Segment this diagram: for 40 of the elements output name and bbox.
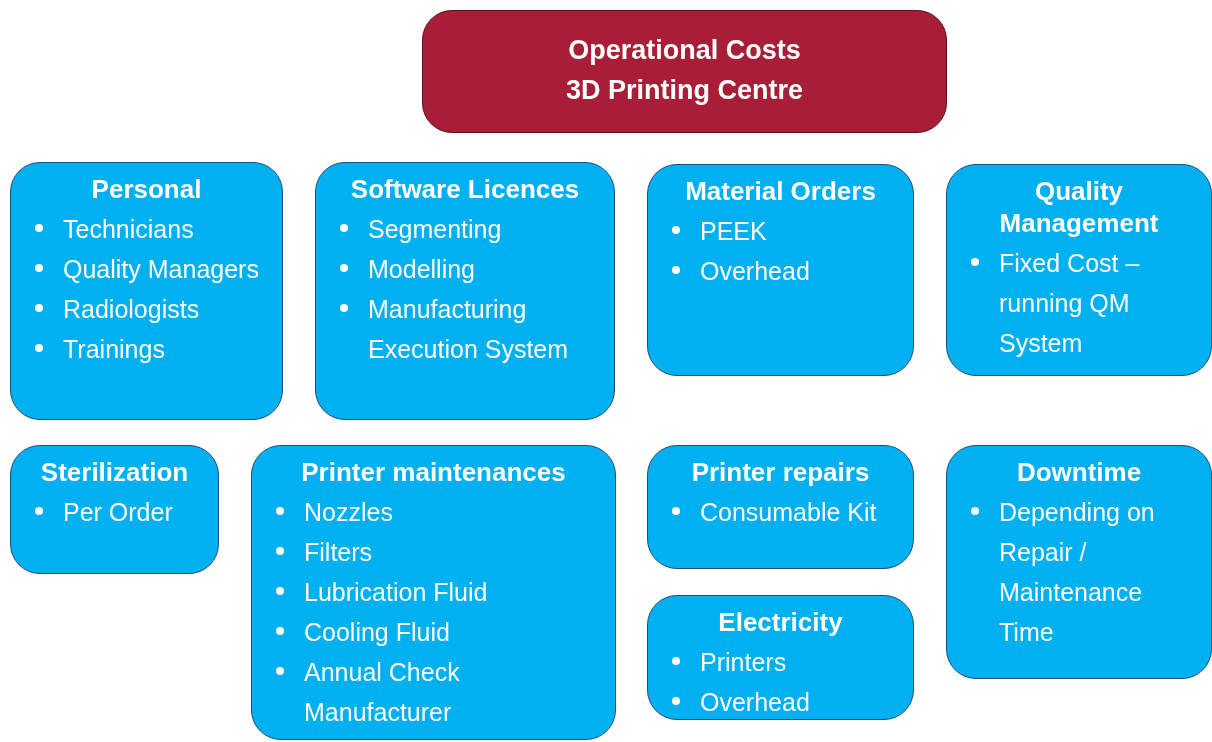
list-item: Depending on Repair / Maintenance Time xyxy=(999,497,1156,648)
list-item: Modelling xyxy=(368,254,475,285)
cost-category-box xyxy=(315,162,615,420)
category-heading: Sterilization xyxy=(40,456,189,488)
category-heading: Downtime xyxy=(1016,456,1142,488)
list-item: Printers xyxy=(700,647,787,678)
list-item: Annual Check Manufacturer xyxy=(304,657,461,728)
list-item: Per Order xyxy=(63,497,173,528)
list-item: Radiologists xyxy=(63,294,200,325)
list-item: Cooling Fluid xyxy=(304,617,450,648)
category-heading: Printer repairs xyxy=(691,456,870,488)
list-item: Fixed Cost – running QM System xyxy=(999,248,1141,359)
category-heading: Electricity xyxy=(718,606,843,638)
category-heading: Quality Management xyxy=(998,175,1160,239)
cost-category-box xyxy=(10,162,283,420)
cost-category-box xyxy=(10,445,219,574)
cost-category-box xyxy=(946,445,1212,679)
category-heading: Personal xyxy=(91,173,202,205)
title-text: Operational Costs 3D Printing Centre xyxy=(565,33,804,107)
list-item: PEEK xyxy=(700,216,767,247)
list-item: Lubrication Fluid xyxy=(304,577,488,608)
list-item: Filters xyxy=(304,537,373,568)
list-item: Manufacturing Execution System xyxy=(368,294,570,365)
cost-category-box xyxy=(647,595,914,720)
list-item: Overhead xyxy=(700,687,810,718)
title-box xyxy=(422,10,947,133)
list-item: Quality Managers xyxy=(63,254,259,285)
category-heading: Software Licences xyxy=(350,173,580,205)
list-item: Trainings xyxy=(63,334,165,365)
category-heading: Printer maintenances xyxy=(301,456,566,488)
cost-category-box xyxy=(647,164,914,376)
list-item: Segmenting xyxy=(368,214,502,245)
cost-category-box xyxy=(946,164,1212,376)
list-item: Nozzles xyxy=(304,497,393,528)
list-item: Overhead xyxy=(700,256,810,287)
list-item: Technicians xyxy=(63,214,194,245)
cost-category-box xyxy=(251,445,616,740)
list-item: Consumable Kit xyxy=(700,497,877,528)
cost-category-box xyxy=(647,445,914,569)
category-heading: Material Orders xyxy=(685,175,876,207)
